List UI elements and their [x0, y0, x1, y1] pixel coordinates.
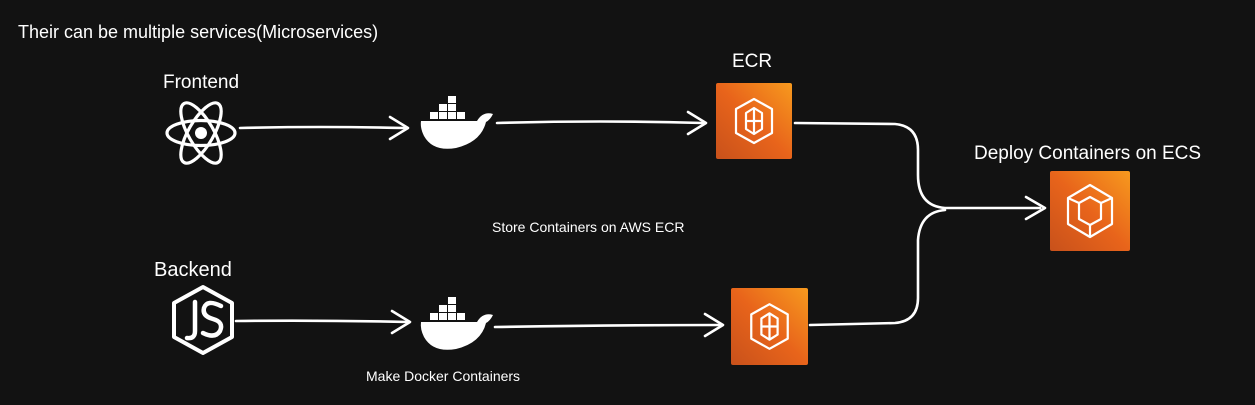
arrowhead — [686, 110, 708, 136]
arrowhead — [1024, 195, 1047, 221]
diagram-title: Their can be multiple services(Microserv… — [18, 22, 379, 42]
store-annotation: Store Containers on AWS ECR — [492, 219, 685, 235]
arrow-ecr-to-ecs — [793, 121, 1042, 210]
frontend-label: Frontend — [163, 72, 240, 93]
aws-ecr-icon — [731, 288, 808, 365]
make-annotation: Make Docker Containers — [366, 368, 521, 384]
arrowhead — [390, 309, 412, 335]
arrowhead — [703, 312, 725, 338]
aws-ecs-icon — [1050, 171, 1130, 251]
arrow-ecr-bottom-to-ecs — [808, 208, 947, 327]
ecs-label: Deploy Containers on ECS — [974, 143, 1202, 164]
arrowhead — [388, 115, 410, 141]
backend-label: Backend — [154, 259, 232, 281]
aws-ecr-icon — [716, 83, 792, 159]
arrow-backend-to-docker — [234, 319, 409, 324]
docker-whale-icon — [420, 297, 493, 350]
react-icon — [165, 101, 237, 165]
nodejs-icon — [172, 285, 234, 355]
ecr-label: ECR — [732, 51, 773, 72]
docker-whale-icon — [420, 96, 493, 149]
arrow-frontend-to-docker — [238, 125, 407, 130]
arrow-docker-to-ecr — [495, 120, 705, 125]
arrow-docker-to-ecr-bottom — [493, 323, 722, 329]
